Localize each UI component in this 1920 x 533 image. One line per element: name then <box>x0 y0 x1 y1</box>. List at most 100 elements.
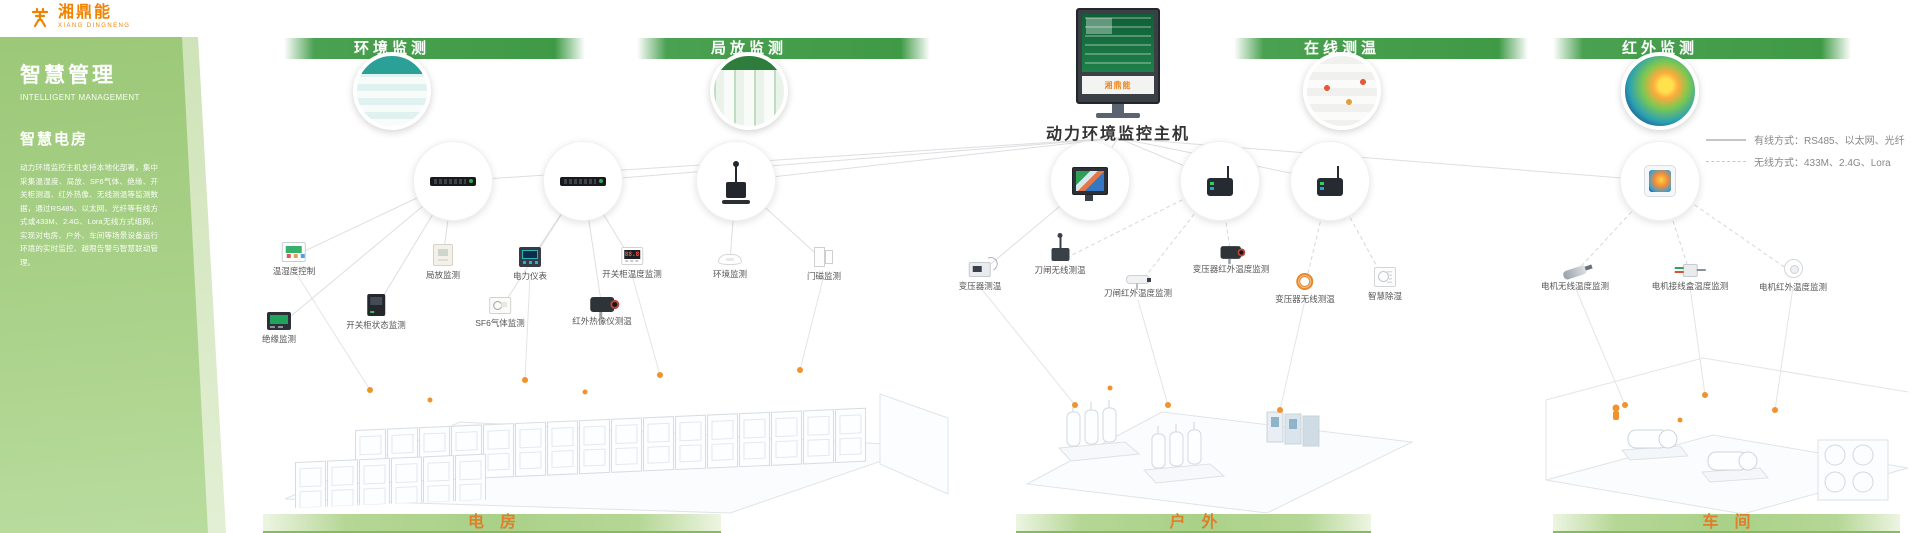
host-frame: 湘鼎能 <box>1076 8 1160 104</box>
sidebar: 智慧管理 INTELLIGENT MANAGEMENT 智慧电房 动力环境监控主… <box>0 37 208 533</box>
zone-banner-label: 电房 <box>467 513 532 531</box>
brand-subtitle: XIANG DINGNENG <box>58 23 131 29</box>
device-label: 智慧除湿 <box>1367 291 1403 301</box>
device-label: 红外热像仪测温 <box>572 316 632 326</box>
rack-gateway-icon <box>430 176 476 186</box>
device-label: 局放监测 <box>425 270 461 280</box>
device-environment-sensor: 环境监测 <box>713 247 747 280</box>
temperature-display-icon <box>620 247 643 265</box>
temp-humidity-controller-icon <box>281 242 306 262</box>
door-sensor-icon <box>813 247 834 267</box>
device-motor-junction-box-temp: 电机接线盒温度监测 <box>1651 259 1729 292</box>
zone-banner-outdoor: 户外 <box>1016 514 1371 533</box>
module-label: 红外监测 <box>1621 40 1699 57</box>
wall-sensor-icon <box>432 244 453 266</box>
device-transformer-temperature: 变压器测温 <box>958 259 1002 292</box>
outdoor-scene-illustration <box>1025 399 1414 514</box>
infrared-thermal-circle <box>1621 52 1699 130</box>
device-label: 变压器无线测温 <box>1275 294 1335 304</box>
hub-node-thermal-imager <box>1620 141 1700 221</box>
power-room-scene-illustration <box>284 393 949 514</box>
ir-sensor-icon <box>1220 246 1246 264</box>
device-label: 温湿度控制 <box>272 266 316 276</box>
monitoring-host-device: 湘鼎能 <box>1076 8 1160 118</box>
device-door-magnet: 门磁监测 <box>807 247 841 282</box>
junction-box-sensor-icon <box>1674 264 1706 277</box>
legend-wired-label: 有线方式：RS485、以太网、光纤 <box>1754 136 1905 147</box>
device-label: 电力仪表 <box>512 271 548 281</box>
thermal-camera-icon <box>589 297 619 318</box>
device-label: 开关柜温度监测 <box>602 269 662 279</box>
band-environment-monitoring <box>284 38 585 59</box>
ct-ring-sensor-icon <box>1296 273 1314 290</box>
device-transformer-ir-temp: 变压器红外温度监测 <box>1193 242 1269 275</box>
module-label: 在线测温 <box>1303 40 1381 57</box>
host-brand-bar: 湘鼎能 <box>1082 76 1154 94</box>
device-label: 开关柜状态监测 <box>346 320 406 330</box>
device-sf6-gas: SF6气体监测 <box>475 296 525 329</box>
rack-gateway-icon <box>560 176 606 186</box>
power-meter-icon <box>518 247 541 267</box>
device-label: 刀闸红外温度监测 <box>1103 288 1173 298</box>
device-label: SF6气体监测 <box>475 318 525 328</box>
legend: 有线方式：RS485、以太网、光纤 无线方式：433M、2.4G、Lora <box>1706 132 1905 176</box>
wireless-receiver-icon <box>1317 166 1343 196</box>
environment-dashboard-circle <box>353 52 431 130</box>
device-label: 电机无线温度监测 <box>1540 281 1610 291</box>
temperature-dashboard-circle <box>1303 52 1381 130</box>
device-label: 变压器测温 <box>958 281 1002 291</box>
host-stand-neck <box>1112 104 1124 113</box>
device-switchgear-temperature: 开关柜温度监测 <box>602 247 662 280</box>
ceiling-sensor-icon <box>717 254 742 265</box>
legend-wireless-label: 无线方式：433M、2.4G、Lora <box>1754 158 1891 169</box>
sidebar-section-title: 智慧电房 <box>20 131 89 148</box>
bullet-camera-icon <box>1125 275 1151 290</box>
device-label: 电机红外温度监测 <box>1758 282 1828 292</box>
host-stand-base <box>1096 113 1140 118</box>
wireless-receiver-icon <box>1207 166 1233 196</box>
gas-sensor-icon <box>489 297 511 314</box>
brand-name: 湘鼎能 <box>58 4 113 21</box>
zone-banner-workshop: 车间 <box>1553 514 1900 533</box>
scene-drop-links <box>293 269 1794 411</box>
module-label: 环境监测 <box>353 40 431 57</box>
brand-logo-mark <box>31 7 49 28</box>
dehumidifier-icon <box>1373 267 1396 287</box>
wireless-line-sample <box>1706 161 1746 162</box>
device-ir-thermal-camera: 红外热像仪测温 <box>572 294 632 327</box>
partial-discharge-dashboard-circle <box>710 52 788 130</box>
legend-wireless-row: 无线方式：433M、2.4G、Lora <box>1706 154 1905 169</box>
device-transformer-wireless-temp: 变压器无线测温 <box>1275 272 1335 305</box>
device-insulation-monitoring: 绝缘监测 <box>262 312 296 345</box>
device-motor-wireless-temp: 电机无线温度监测 <box>1541 259 1609 292</box>
device-partial-discharge: 局放监测 <box>426 244 460 281</box>
band-online-temperature <box>1234 38 1528 59</box>
device-label: 电机接线盒温度监测 <box>1651 281 1729 291</box>
brand-text: 湘鼎能 XIANG DINGNENG <box>58 4 131 30</box>
zone-banner-label: 车间 <box>1702 513 1767 531</box>
probe-sensor-icon <box>1562 264 1588 281</box>
sensor-position-dots <box>367 367 1778 423</box>
band-infrared-monitoring <box>1553 38 1851 59</box>
antenna-station-icon <box>722 161 750 204</box>
device-label: 绝缘监测 <box>261 334 297 344</box>
device-knife-switch-ir-temp: 刀闸红外温度监测 <box>1104 266 1172 299</box>
host-label: 动力环境监控主机 <box>1045 126 1191 143</box>
insulation-monitor-icon <box>266 312 291 330</box>
sidebar-subtitle: INTELLIGENT MANAGEMENT <box>20 93 140 102</box>
hub-node-display-terminal <box>1050 141 1130 221</box>
sidebar-description: 动力环境监控主机支持本地化部署，集中采集温湿度、局放、SF6气体、绝缘、开关柜测… <box>20 163 158 267</box>
hub-node-rack-gateway-1 <box>413 141 493 221</box>
hub-node-antenna-station <box>696 141 776 221</box>
hub-node-wireless-receiver-1 <box>1180 141 1260 221</box>
host-screen-brand: 湘鼎能 <box>1104 80 1132 90</box>
display-terminal-icon <box>1072 167 1108 201</box>
device-power-meter: 电力仪表 <box>513 247 547 282</box>
legend-wired-row: 有线方式：RS485、以太网、光纤 <box>1706 132 1905 147</box>
clamp-meter-icon <box>968 262 991 277</box>
host-screen <box>1082 14 1154 72</box>
switchgear-cabinet-icon <box>366 294 385 316</box>
device-knife-switch-wireless-temp: 刀闸无线测温 <box>1034 233 1086 276</box>
workshop-scene-illustration <box>1545 357 1909 514</box>
thermal-imager-icon <box>1644 165 1676 197</box>
